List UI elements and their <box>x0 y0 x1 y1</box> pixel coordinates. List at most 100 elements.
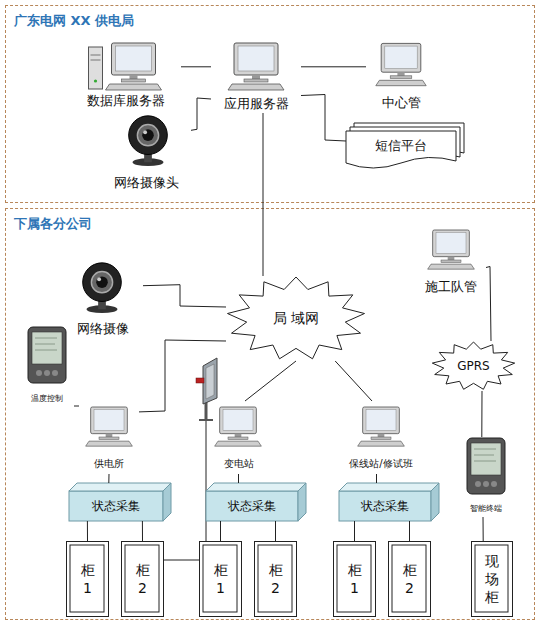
computer-icon-part <box>215 407 262 446</box>
cabinet-frame-part <box>70 545 104 612</box>
network-cloud: GPRS <box>431 341 516 391</box>
handheld-icon-part <box>475 481 481 487</box>
computer-node: 中心管 <box>366 43 436 111</box>
connector-line <box>108 474 109 483</box>
handheld-node: 温度控制 <box>19 323 74 408</box>
cabinet-box: 柜 1 <box>333 541 376 617</box>
node-label: 网络摄像 <box>63 321 143 337</box>
collector-box: 状态采集 <box>69 483 171 521</box>
computer-icon-part <box>86 441 133 446</box>
cabinet-label: 现 场 柜 <box>484 552 500 607</box>
connector-line <box>263 113 264 276</box>
handheld-node: 智能终端 <box>456 437 516 517</box>
handheld-icon <box>466 437 506 495</box>
box3d-shape-part <box>431 483 439 521</box>
handheld-icon-part <box>35 338 57 339</box>
computer-icon-part <box>358 407 405 446</box>
antenna-panel-face <box>206 364 214 399</box>
box3d-shape-part <box>298 483 306 521</box>
cabinet-frame <box>255 542 295 615</box>
antenna-foot <box>199 419 213 421</box>
computer-icon-part <box>366 410 396 431</box>
computer-icon-part <box>244 79 268 82</box>
handheld-icon-part <box>35 350 57 351</box>
computer-icon-part <box>390 76 412 79</box>
node-label: 状态采集 <box>206 491 298 521</box>
handheld-icon-part <box>32 332 62 364</box>
handheld-icon-part <box>491 481 497 487</box>
connector-line <box>376 474 377 483</box>
box3d-shape-part <box>69 491 163 521</box>
region-heading: 广东电网 XX 供电局 <box>14 12 314 30</box>
computer-icon <box>356 406 406 448</box>
camera-icon <box>73 259 131 315</box>
connector-line <box>191 98 211 130</box>
handheld-icon <box>27 325 67 385</box>
computer-icon <box>88 43 164 91</box>
computer-icon-part <box>371 437 391 440</box>
camera-icon-part <box>97 277 101 281</box>
camera-icon-part <box>129 116 168 155</box>
connector-line <box>301 95 346 142</box>
computer-icon-part <box>433 230 470 257</box>
camera-icon-part <box>142 129 154 141</box>
node-label: 中心管 <box>366 95 436 111</box>
handheld-icon-part <box>36 370 42 376</box>
computer-node: 保线站/修试班 <box>336 401 426 474</box>
cabinet-box: 现 场 柜 <box>471 541 513 617</box>
camera-node: 网络摄像 <box>63 257 143 339</box>
node-label: 保线站/修试班 <box>336 457 426 471</box>
computer-icon <box>213 406 263 448</box>
antenna-bracket <box>196 378 204 383</box>
cabinet-frame <box>200 542 240 615</box>
camera-icon-part <box>143 130 147 134</box>
collector-box: 状态采集 <box>339 483 439 521</box>
connector-line <box>181 66 211 67</box>
node-label: 局 域网 <box>226 308 366 328</box>
connector-line <box>245 361 296 401</box>
camera-icon-part <box>83 263 122 302</box>
connector-line <box>335 361 372 401</box>
connector-line <box>301 66 366 67</box>
connector-line <box>87 521 88 541</box>
box3d-shape-part <box>69 483 171 491</box>
computer-icon-part <box>91 407 128 434</box>
computer-icon-part <box>428 230 475 269</box>
computer-icon-part <box>86 407 133 446</box>
computer-icon-part <box>252 75 260 79</box>
computer-icon-part <box>363 407 400 434</box>
cabinet-box: 柜 1 <box>66 541 109 617</box>
connector-line <box>486 267 491 342</box>
computer-icon-part <box>234 43 278 75</box>
camera-icon <box>119 111 177 169</box>
computer-icon-part <box>89 47 103 89</box>
computer-icon <box>226 43 286 91</box>
computer-icon-part <box>91 55 101 56</box>
computer-icon-part <box>428 264 475 269</box>
computer-icon-part <box>106 84 162 90</box>
cabinet-box: 柜 2 <box>254 541 297 617</box>
box3d-shape-part <box>206 483 306 491</box>
handheld-icon-part <box>483 481 489 487</box>
cabinet-label: 柜 1 <box>80 561 96 597</box>
computer-icon-part <box>381 43 421 72</box>
cabinet-frame <box>334 542 374 615</box>
antenna-panel <box>203 358 217 404</box>
cabinet-frame <box>389 542 429 615</box>
node-label: 状态采集 <box>339 491 431 521</box>
connector-line <box>354 521 355 541</box>
camera-node: 网络摄像头 <box>101 109 191 194</box>
computer-icon-part <box>228 43 284 90</box>
node-label: 状态采集 <box>69 491 163 521</box>
box3d-shape-part <box>339 491 431 521</box>
region-band: 广东电网 XX 供电局数据库服务器应用服务器中心管网络摄像头短信平台 <box>5 5 535 203</box>
computer-icon-part <box>397 72 404 76</box>
handheld-icon-part <box>28 327 66 383</box>
cabinet-frame <box>67 542 107 615</box>
node-label: 短信平台 <box>346 137 456 155</box>
computer-icon-part <box>106 434 113 437</box>
region-band: 下属各分公司网络摄像温度控制局 域网施工队管GPRS供电所变电站保线站/修试班智… <box>5 208 535 620</box>
computer-node: 变电站 <box>206 401 271 474</box>
connector-line <box>275 521 276 541</box>
computer-icon-part <box>436 233 466 254</box>
